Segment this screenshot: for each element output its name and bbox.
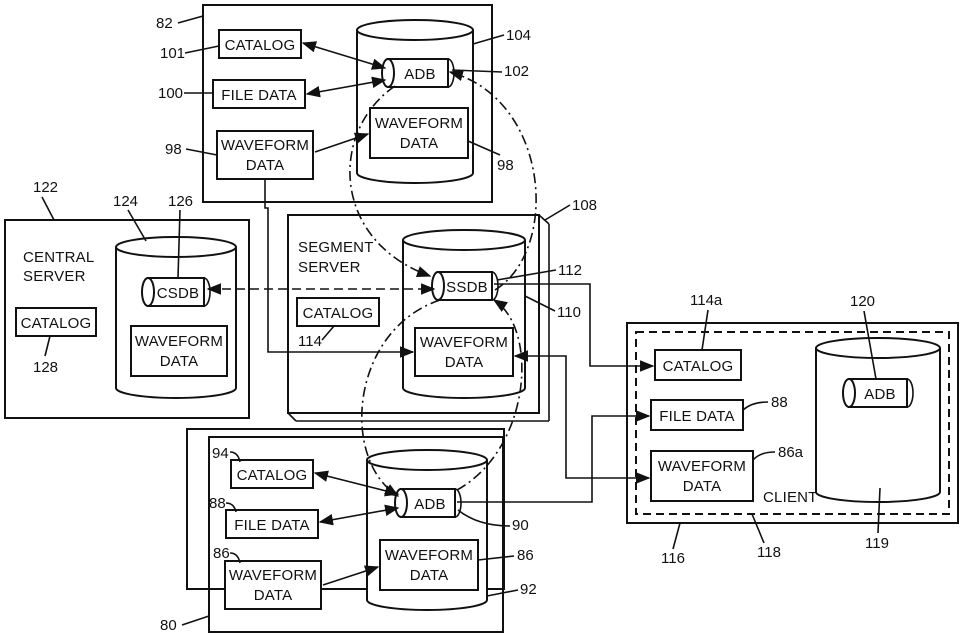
ref-88-client: 88: [771, 394, 788, 411]
central-csdb-label: CSDB: [157, 285, 199, 302]
top-waveform-label-line2: DATA: [246, 157, 285, 174]
top-adb-label: ADB: [404, 66, 435, 83]
top-db-waveform-label-line2: DATA: [400, 135, 439, 152]
segment-ssdb: SSDB: [432, 272, 498, 300]
ref-88-bottom: 88: [209, 495, 226, 512]
top-waveform-label-line1: WAVEFORM: [221, 137, 309, 154]
client-catalog-label: CATALOG: [663, 358, 734, 375]
ref-90: 90: [512, 517, 529, 534]
bottom-adb: ADB: [395, 489, 461, 517]
segment-ssdb-label: SSDB: [446, 279, 488, 296]
client-label: CLIENT: [763, 489, 818, 506]
ref-104: 104: [506, 27, 531, 44]
segment-waveform-label-line2: DATA: [445, 354, 484, 371]
ref-118: 118: [757, 544, 781, 561]
central-server-title-line2: SERVER: [23, 268, 86, 285]
top-adb: ADB: [382, 59, 454, 87]
segment-server-title-line2: SERVER: [298, 259, 361, 276]
central-waveform-label-line2: DATA: [160, 353, 199, 370]
ref-92: 92: [520, 581, 537, 598]
ref-98-left: 98: [165, 141, 182, 158]
ref-112: 112: [558, 262, 582, 279]
ref-116: 116: [661, 550, 685, 567]
ref-80: 80: [160, 617, 177, 634]
ref-86-right: 86: [517, 547, 534, 564]
ref-119: 119: [865, 535, 889, 552]
bottom-server: CATALOG FILE DATA WAVEFORM DATA ADB WAVE…: [160, 429, 537, 634]
client: CATALOG FILE DATA WAVEFORM DATA CLIENT A…: [627, 292, 958, 567]
top-catalog-label: CATALOG: [225, 37, 296, 54]
client-adb-label: ADB: [864, 386, 895, 403]
central-catalog-label: CATALOG: [21, 315, 92, 332]
bottom-catalog-label: CATALOG: [237, 467, 308, 484]
central-server-title-line1: CENTRAL: [23, 249, 94, 266]
segment-waveform-client-waveform-link: [515, 356, 649, 478]
top-server: CATALOG FILE DATA WAVEFORM DATA ADB WAVE…: [156, 5, 531, 202]
ref-128: 128: [33, 359, 58, 376]
ref-100: 100: [158, 85, 183, 102]
ref-108: 108: [572, 197, 597, 214]
top-db-waveform-label-line1: WAVEFORM: [375, 115, 463, 132]
ref-102: 102: [504, 63, 529, 80]
ref-94: 94: [212, 445, 229, 462]
bottom-db-waveform-label-line2: DATA: [410, 567, 449, 584]
bottom-waveform-label-line1: WAVEFORM: [229, 567, 317, 584]
ref-114a: 114a: [690, 292, 723, 309]
ref-98-right: 98: [497, 157, 514, 174]
segment-server: SEGMENT SERVER CATALOG SSDB WAVEFORM DAT…: [288, 197, 597, 421]
ref-124: 124: [113, 193, 138, 210]
ref-82: 82: [156, 15, 173, 32]
central-csdb: CSDB: [142, 278, 210, 306]
ref-120: 120: [850, 293, 875, 310]
bottom-adb-label: ADB: [414, 496, 445, 513]
top-file-data-label: FILE DATA: [221, 87, 296, 104]
ref-114: 114: [298, 333, 322, 350]
ref-126: 126: [168, 193, 193, 210]
client-waveform-label-line1: WAVEFORM: [658, 458, 746, 475]
central-waveform-label-line1: WAVEFORM: [135, 333, 223, 350]
segment-server-title-line1: SEGMENT: [298, 239, 374, 256]
ref-86a: 86a: [778, 444, 804, 461]
bottom-file-data-label: FILE DATA: [234, 517, 309, 534]
client-adb: ADB: [843, 379, 913, 407]
ref-86-left: 86: [213, 545, 230, 562]
central-server: CENTRAL SERVER CATALOG CSDB WAVEFORM DAT…: [5, 179, 249, 418]
segment-catalog-label: CATALOG: [303, 305, 374, 322]
segment-waveform-label-line1: WAVEFORM: [420, 334, 508, 351]
ref-122: 122: [33, 179, 58, 196]
client-waveform-label-line2: DATA: [683, 478, 722, 495]
bottom-waveform-label-line2: DATA: [254, 587, 293, 604]
bottom-db-waveform-label-line1: WAVEFORM: [385, 547, 473, 564]
client-database-cylinder: [816, 338, 940, 502]
client-file-data-label: FILE DATA: [659, 408, 734, 425]
ref-101: 101: [160, 45, 185, 62]
ref-110: 110: [557, 304, 581, 321]
